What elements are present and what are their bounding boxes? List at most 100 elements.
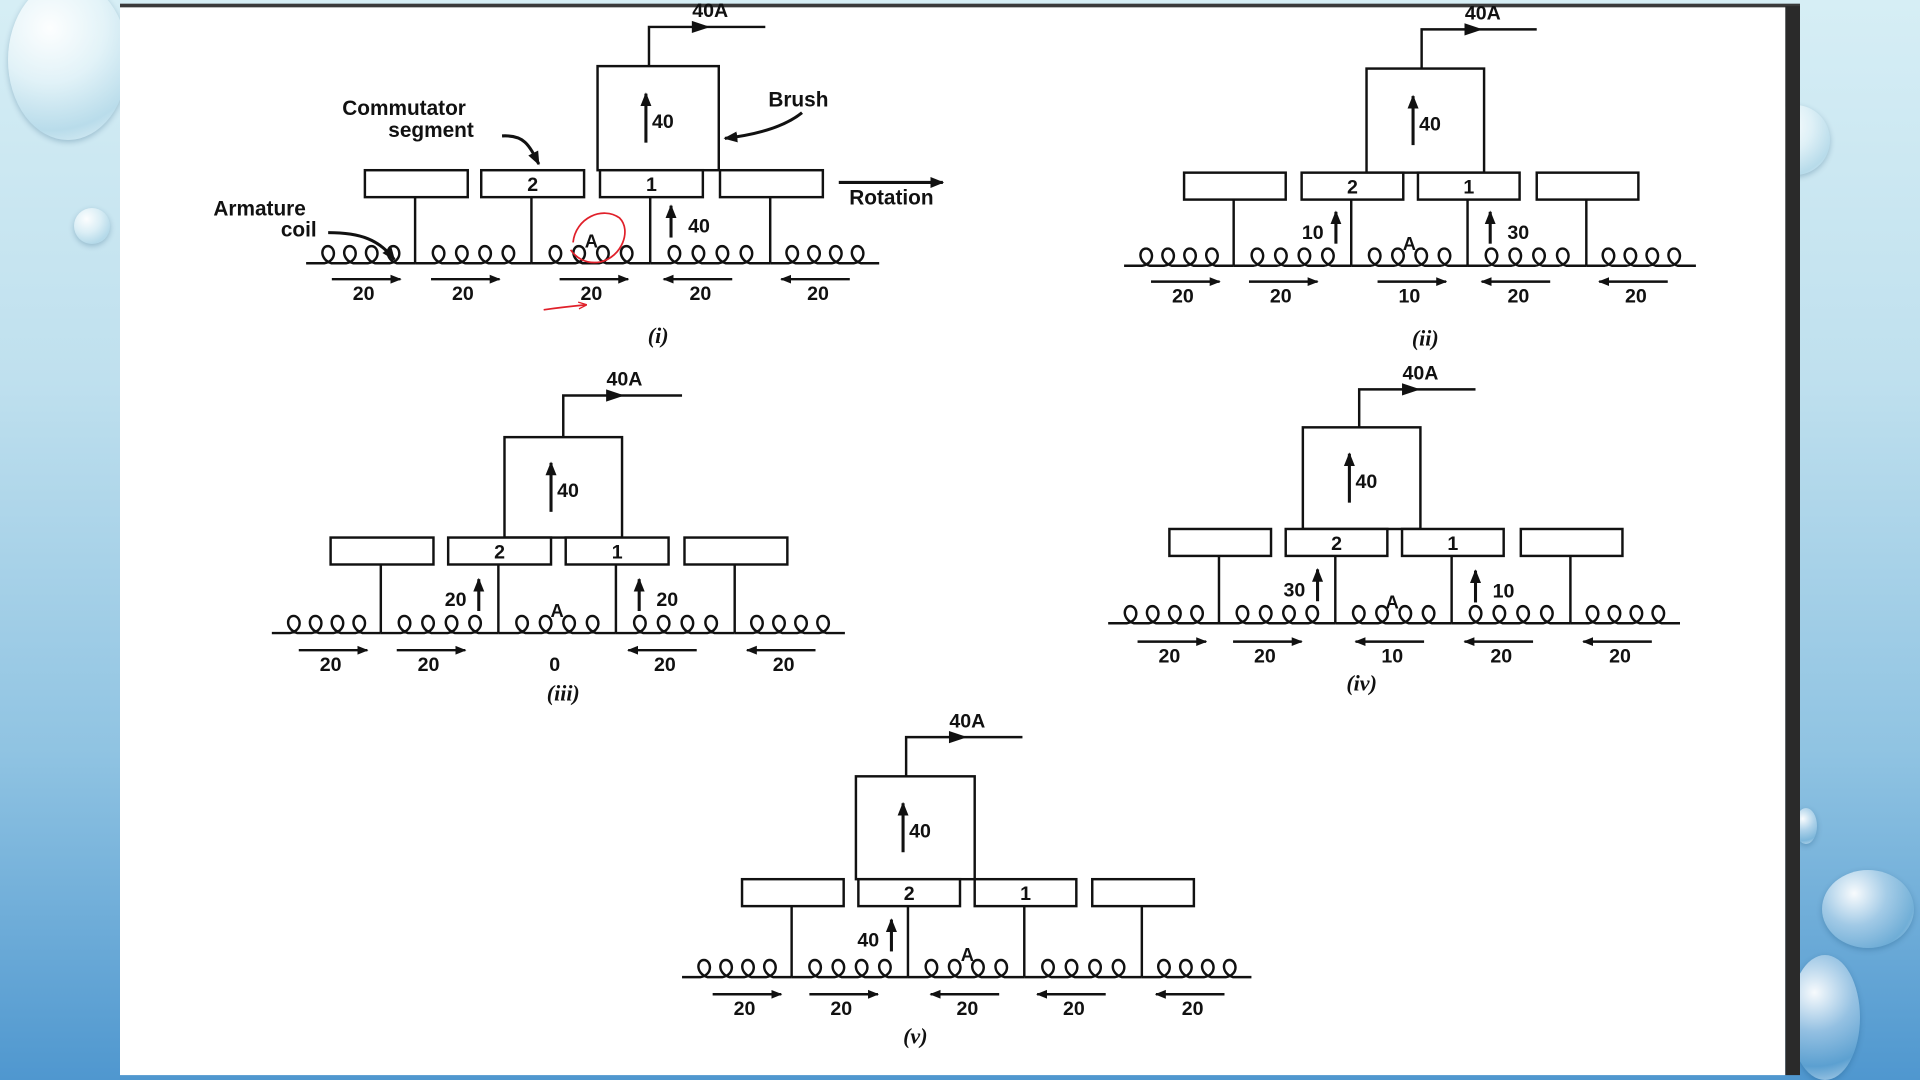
slide-top-edge: [120, 3, 1800, 8]
coil-current-label: 20: [1609, 645, 1631, 667]
armature-coil: [1141, 958, 1252, 979]
armature-coil: [415, 244, 532, 265]
coil-current-label: 20: [1270, 285, 1292, 307]
handwritten-annotation: [543, 212, 626, 311]
commutator-segment: [1182, 171, 1287, 201]
coil-current-label: 20: [734, 998, 756, 1020]
armature-coil: [531, 244, 651, 265]
commutator-segment: [479, 168, 586, 199]
brush: [1301, 426, 1422, 531]
stage-caption: (v): [903, 1023, 927, 1048]
brush: [503, 435, 624, 539]
commutator-segment: [683, 536, 789, 566]
armature-coil: [1024, 958, 1142, 979]
stage-caption: (ii): [1412, 325, 1439, 350]
decorative-bubble: [74, 208, 110, 244]
commutator-pointer-arrow-icon: [501, 134, 541, 166]
coil-current-label: 20: [1625, 285, 1647, 307]
commutator-segment: [446, 536, 553, 566]
commutator-segment: [1091, 877, 1196, 908]
commutator-segment: [329, 536, 435, 566]
callout-labels: CommutatorsegmentBrushRotationArmatureco…: [213, 89, 945, 261]
decorative-bubble: [8, 0, 128, 140]
armature-coil-label: Armature: [213, 198, 305, 221]
coil-under-commutation-label: A: [551, 600, 564, 621]
brush: [596, 64, 720, 172]
lead-arrow-icon: [1402, 383, 1421, 396]
coil-pointer-arrow-icon: [328, 231, 396, 261]
brush-current-label: 40: [1419, 113, 1441, 135]
segment-number: 2: [527, 174, 538, 196]
armature-coil: [1570, 604, 1680, 625]
coil-current-label: 20: [830, 998, 852, 1020]
armature-coil: [682, 958, 792, 979]
commutator-segment: [973, 877, 1078, 908]
lead-arrow-icon: [1464, 23, 1483, 36]
segment-number: 1: [1463, 176, 1474, 198]
tap-current-label: 30: [1507, 222, 1529, 244]
lead-arrow-icon: [948, 731, 968, 744]
segment-number: 1: [1020, 883, 1031, 905]
commutator-segment: [718, 168, 825, 199]
tap-current-label: 20: [656, 589, 678, 611]
lead-arrow-icon: [606, 389, 625, 402]
segment-number: 2: [904, 883, 915, 905]
brush-current-label: 40: [652, 111, 674, 133]
decorative-bubble: [1795, 808, 1817, 844]
commutator-segment: [1416, 171, 1521, 201]
segment-number: 1: [646, 174, 657, 196]
commutator-segment: [1400, 527, 1505, 558]
coil-current-label: 20: [654, 654, 676, 676]
armature-coil: [380, 614, 499, 635]
armature-coil: [1108, 604, 1219, 625]
coil-under-commutation-label: A: [961, 944, 974, 965]
armature-coil: [791, 958, 908, 979]
armature-coil: [271, 614, 381, 635]
commutator-segment: [363, 168, 469, 199]
slide-right-edge: [1785, 6, 1800, 1076]
coil-current-label: 20: [773, 654, 795, 676]
decorative-bubble: [1790, 955, 1860, 1080]
armature-coil: [1218, 604, 1336, 625]
segment-number: 2: [1347, 176, 1358, 198]
commutator-segment: [740, 877, 845, 908]
lead-current-label: 40A: [949, 710, 985, 732]
coil-current-label: 10: [1381, 645, 1403, 667]
armature-coil: [650, 244, 771, 265]
commutator-segment-label: Commutator: [342, 97, 466, 120]
tap-current-label: 10: [1302, 222, 1324, 244]
coil-current-label: 20: [1182, 998, 1204, 1020]
coil-current-label: 20: [1490, 645, 1512, 667]
brush-lead-wire: [562, 394, 683, 438]
armature-coil: [1586, 247, 1696, 267]
tap-current-label: 30: [1284, 579, 1306, 601]
brush: [854, 775, 976, 881]
coil-current-label: 20: [581, 283, 603, 305]
brush: [1365, 67, 1486, 174]
stage-caption: (i): [648, 323, 669, 348]
coil-current-label: 20: [1172, 285, 1194, 307]
tap-current-label: 20: [445, 589, 467, 611]
tap-current-label: 10: [1493, 581, 1515, 603]
commutator-segment: [1168, 527, 1273, 558]
coil-current-label: 20: [1507, 285, 1529, 307]
stage-caption: (iii): [547, 680, 580, 705]
segment-number: 2: [494, 541, 505, 563]
tap-current-label: 40: [857, 930, 879, 952]
segment-number: 1: [612, 541, 623, 563]
annotation-arrow-icon: [543, 305, 586, 311]
brush-current-label: 40: [557, 480, 579, 502]
brush-lead-wire: [1357, 388, 1476, 428]
armature-coil: [1451, 604, 1571, 625]
commutator-segment-label: segment: [388, 119, 474, 142]
rotation-label: Rotation: [849, 186, 933, 209]
decorative-bubble: [1822, 870, 1914, 948]
lead-current-label: 40A: [1465, 3, 1501, 25]
lead-current-label: 40A: [1402, 363, 1438, 385]
armature-coil: [498, 614, 616, 635]
